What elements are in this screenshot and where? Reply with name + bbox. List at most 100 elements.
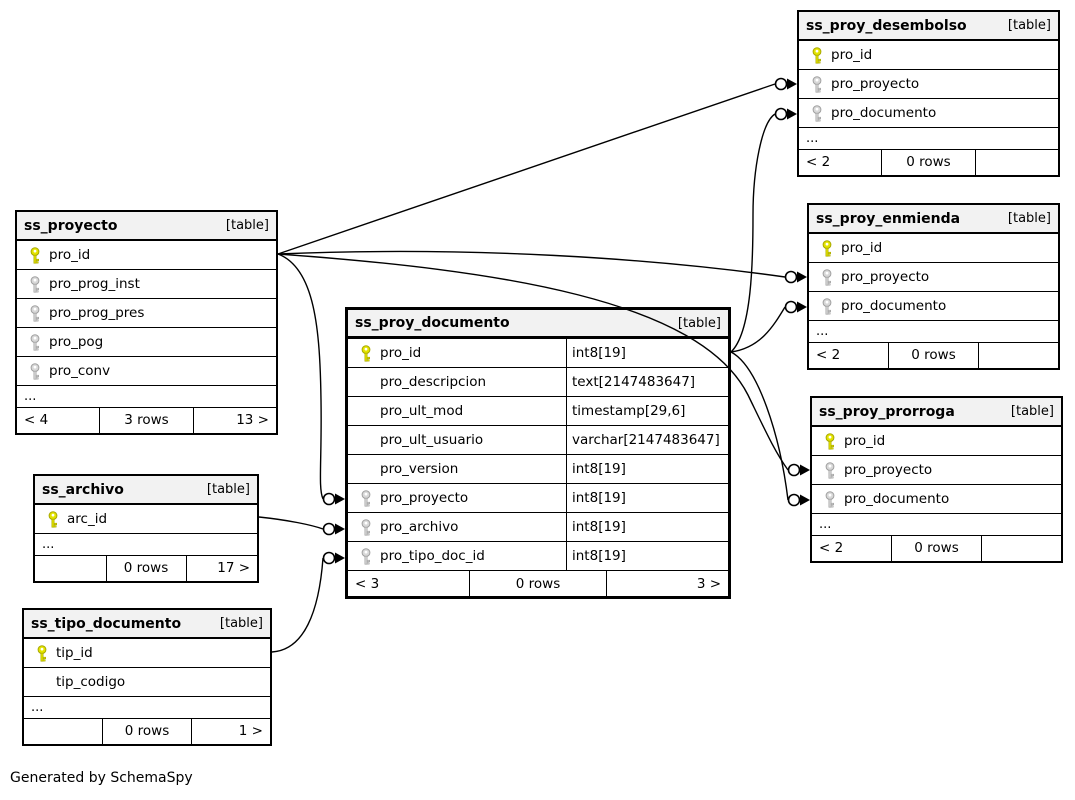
table-name: ss_proy_prorroga (819, 403, 955, 420)
key-icon-cell (24, 246, 46, 264)
footer-parents-count: < 3 (355, 575, 380, 592)
primary-key-icon (37, 644, 47, 662)
table-header-ss_tipo_documento[interactable]: ss_tipo_documento[table] (24, 610, 270, 639)
column-name-cell: pro_id (799, 41, 1058, 69)
schemaspy-credit: Generated by SchemaSpy (10, 770, 193, 786)
table-header-ss_proy_desembolso[interactable]: ss_proy_desembolso[table] (799, 12, 1058, 41)
column-name: pro_id (49, 247, 91, 263)
key-icon-cell (355, 489, 377, 507)
column-row-tip_id: tip_id (24, 639, 270, 668)
column-name: pro_id (380, 345, 422, 361)
column-name-cell: tip_codigo (24, 668, 270, 696)
key-icon-cell (816, 268, 838, 286)
key-icon-cell (816, 297, 838, 315)
column-name: pro_tipo_doc_id (380, 548, 485, 564)
column-name: pro_id (841, 240, 883, 256)
foreign-key-icon (361, 518, 371, 536)
column-row-pro_documento: pro_documento (799, 99, 1058, 128)
table-header-ss_proy_prorroga[interactable]: ss_proy_prorroga[table] (812, 398, 1061, 427)
footer-row-count: 0 rows (102, 718, 191, 744)
table-ss_proy_desembolso[interactable]: ss_proy_desembolso[table] pro_id pro_pro… (797, 10, 1060, 177)
table-ss_proyecto[interactable]: ss_proyecto[table] pro_id pro_prog_inst … (15, 210, 278, 435)
column-name: pro_proyecto (841, 269, 930, 285)
footer-parents-count: < 4 (24, 412, 49, 428)
column-type: int8[19] (566, 513, 728, 541)
hidden-columns-ellipsis: ... (24, 697, 270, 719)
table-header-ss_proy_documento[interactable]: ss_proy_documento[table] (348, 310, 728, 339)
key-icon-cell (24, 362, 46, 380)
column-row-tip_codigo: tip_codigo (24, 668, 270, 697)
key-icon-cell (819, 490, 841, 508)
footer-row-count: 0 rows (468, 571, 607, 596)
column-row-pro_id: pro_id int8[19] (348, 339, 728, 368)
table-header-ss_proy_enmienda[interactable]: ss_proy_enmienda[table] (809, 205, 1058, 234)
column-row-pro_ult_usuario: pro_ult_usuario varchar[2147483647] (348, 426, 728, 455)
column-name: tip_codigo (56, 674, 126, 690)
key-icon-cell (806, 75, 828, 93)
table-ss_proy_prorroga[interactable]: ss_proy_prorroga[table] pro_id pro_proye… (810, 396, 1063, 563)
footer-children-count: 17 > (185, 555, 258, 581)
column-name-cell: pro_proyecto (809, 263, 1058, 291)
key-icon-cell (24, 333, 46, 351)
column-name: pro_prog_pres (49, 305, 145, 321)
key-icon-cell (806, 46, 828, 64)
column-name-cell: pro_id (17, 241, 276, 269)
foreign-key-icon (822, 297, 832, 315)
footer-row-count: 0 rows (105, 555, 186, 581)
column-name-cell: pro_pog (17, 328, 276, 356)
column-name-cell: pro_prog_pres (17, 299, 276, 327)
key-icon-cell (806, 104, 828, 122)
hidden-columns-ellipsis: ... (35, 534, 257, 556)
footer-children-count (974, 149, 1058, 175)
table-name: ss_proy_enmienda (816, 210, 961, 227)
column-type: int8[19] (566, 339, 728, 367)
table-ss_tipo_documento[interactable]: ss_tipo_documento[table] tip_id tip_codig… (22, 608, 272, 746)
footer-parents-count (35, 556, 106, 581)
column-name-cell: pro_descripcion (348, 368, 566, 396)
foreign-key-icon (30, 275, 40, 293)
column-type: int8[19] (566, 542, 728, 570)
column-name-cell: pro_id (809, 234, 1058, 262)
column-name: pro_proyecto (380, 490, 469, 506)
footer-parents-count: < 2 (806, 154, 831, 170)
table-header-ss_proyecto[interactable]: ss_proyecto[table] (17, 212, 276, 241)
column-name: pro_ult_mod (380, 403, 464, 419)
key-icon-cell (819, 461, 841, 479)
column-name-cell: pro_id (812, 427, 1061, 455)
column-name: pro_descripcion (380, 374, 487, 390)
column-name: pro_ult_usuario (380, 432, 484, 448)
column-name: pro_proyecto (831, 76, 920, 92)
foreign-key-icon (361, 547, 371, 565)
footer-parents-count: < 2 (816, 347, 841, 363)
column-row-pro_pog: pro_pog (17, 328, 276, 357)
column-name-cell: pro_documento (809, 292, 1058, 320)
table-type-label: [table] (225, 218, 269, 233)
column-row-pro_id: pro_id (17, 241, 276, 270)
key-icon-cell (31, 644, 53, 662)
footer-children-count (977, 342, 1058, 368)
column-type: int8[19] (566, 455, 728, 483)
hidden-columns-ellipsis: ... (17, 386, 276, 408)
table-header-ss_archivo[interactable]: ss_archivo[table] (35, 476, 257, 505)
table-type-label: [table] (1007, 18, 1051, 33)
column-name: pro_proyecto (844, 462, 933, 478)
table-ss_proy_enmienda[interactable]: ss_proy_enmienda[table] pro_id pro_proye… (807, 203, 1060, 370)
column-name-cell: pro_ult_usuario (348, 426, 566, 454)
foreign-key-icon (812, 104, 822, 122)
column-type: varchar[2147483647] (566, 426, 728, 454)
column-row-pro_proyecto: pro_proyecto (812, 456, 1061, 485)
key-icon-cell (24, 304, 46, 322)
